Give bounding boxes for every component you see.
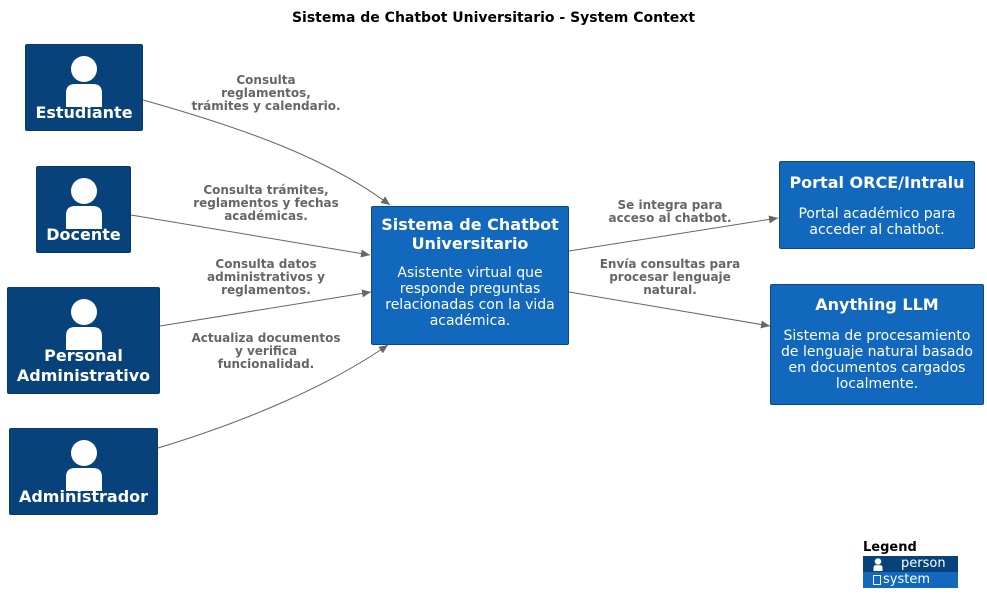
person-icon <box>65 440 102 491</box>
relation-label: Envía consultas para procesar lenguaje n… <box>599 257 741 297</box>
person-name: Personal Administrativo <box>16 346 151 385</box>
legend-label: system <box>883 572 930 587</box>
system-icon <box>873 575 881 585</box>
edge-docente-chatbot <box>130 214 371 258</box>
person-name: Docente <box>46 225 121 244</box>
system-portal[interactable]: Portal ORCE/Intralu Portal académico par… <box>779 161 975 249</box>
relation-label: Consulta datos administrativos y reglame… <box>207 257 325 297</box>
relation-label: Consulta trámites, reglamentos y fechas … <box>193 183 339 223</box>
legend-title: Legend <box>863 540 917 555</box>
relation-label: Se integra para acceso al chatbot. <box>608 198 732 225</box>
edge-administrador-chatbot <box>157 344 389 449</box>
person-icon <box>65 299 102 350</box>
system-name: Sistema de Chatbot Universitario <box>381 215 559 253</box>
relation-label: Consulta reglamentos, trámites y calenda… <box>191 73 341 113</box>
person-icon <box>66 56 102 107</box>
system-name: Portal ORCE/Intralu <box>789 173 965 192</box>
person-name: Administrador <box>18 487 149 506</box>
system-chatbot[interactable]: Sistema de Chatbot Universitario Asisten… <box>371 206 569 345</box>
person-icon <box>873 558 883 571</box>
relation-label: Actualiza documentos y verifica funciona… <box>191 331 341 371</box>
system-description: Asistente virtual que responde preguntas… <box>385 265 555 329</box>
legend-item-system: system <box>863 572 958 588</box>
edge-chatbot-portal <box>568 215 779 252</box>
edge-chatbot-llm <box>568 291 771 329</box>
person-administrador[interactable]: Administrador <box>9 428 158 515</box>
legend-item-person: person <box>863 556 958 572</box>
system-description: Portal académico para acceder al chatbot… <box>798 206 956 238</box>
person-icon <box>65 178 102 229</box>
legend-label: person <box>901 556 946 571</box>
person-name: Estudiante <box>35 103 133 122</box>
person-personal-administrativo[interactable]: Personal Administrativo <box>7 287 160 394</box>
edge-estudiante-chatbot <box>142 99 391 206</box>
system-anything-llm[interactable]: Anything LLM Sistema de procesamiento de… <box>770 284 984 405</box>
edge-personal-chatbot <box>159 289 372 327</box>
system-description: Sistema de procesamiento de lenguaje nat… <box>781 328 973 392</box>
system-name: Anything LLM <box>815 295 939 314</box>
person-estudiante[interactable]: Estudiante <box>25 44 143 131</box>
diagram-title: Sistema de Chatbot Universitario - Syste… <box>291 10 696 26</box>
person-docente[interactable]: Docente <box>36 166 131 253</box>
